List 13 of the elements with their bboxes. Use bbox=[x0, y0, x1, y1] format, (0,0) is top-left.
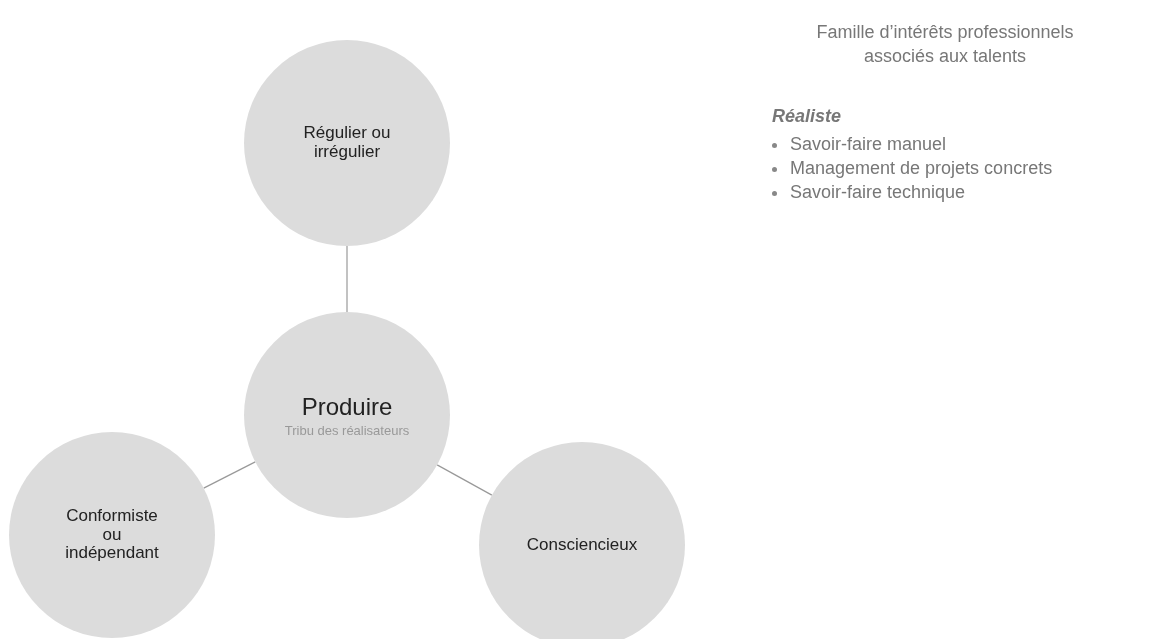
node-label: Conformiste ou indépendant bbox=[64, 506, 160, 564]
list-item: Savoir-faire technique bbox=[790, 182, 966, 203]
node-label: Régulier ou irrégulier bbox=[302, 124, 392, 162]
list-heading: Réaliste bbox=[772, 106, 842, 127]
node-label: Consciencieux bbox=[526, 535, 638, 555]
node-subtitle: Tribu des réalisateurs bbox=[284, 422, 410, 438]
list-item: Management de projets concrets bbox=[790, 158, 1053, 179]
node-heading: Produire bbox=[301, 392, 393, 421]
connector-line bbox=[203, 461, 256, 489]
title: Famille d’intérêts professionnels associés aux talents bbox=[815, 21, 1075, 69]
connector-line bbox=[346, 245, 348, 313]
connector-line bbox=[436, 464, 493, 496]
list-item: Savoir-faire manuel bbox=[790, 134, 947, 155]
